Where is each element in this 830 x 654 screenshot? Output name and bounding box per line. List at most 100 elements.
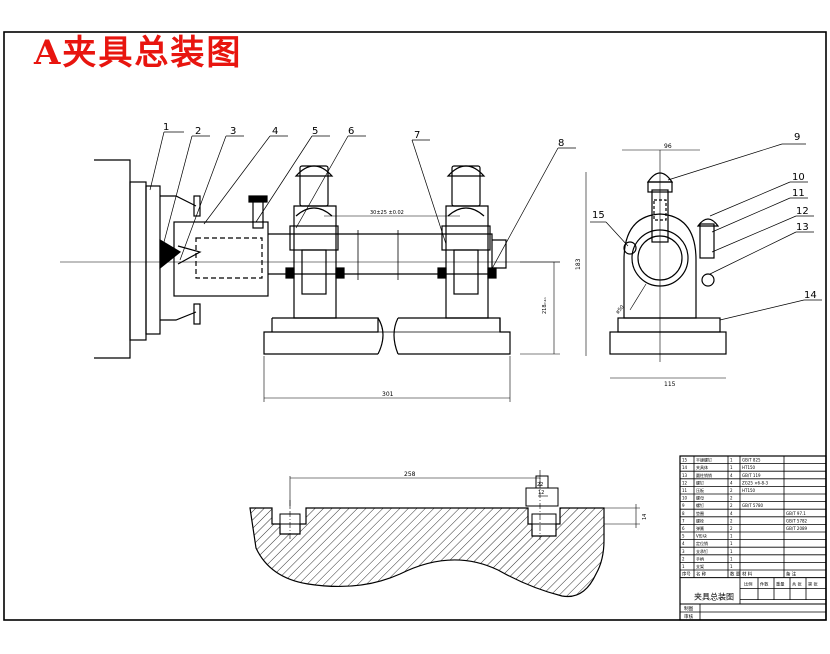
parts-list-cell: 2 [730,496,733,501]
parts-list-cell: 螺钉 [696,502,704,508]
callout-10: 10 [792,172,805,183]
parts-list-cell: 2 [730,518,733,523]
parts-list-cell: 夹具体 [696,464,708,470]
parts-list-cell: 定位销 [696,540,708,546]
parts-list-cell: 支架 [696,563,704,569]
callout-14: 14 [804,290,817,301]
dim-slot-width-2: 12 [538,490,544,496]
parts-list-cell: 13 [682,473,688,478]
parts-list-cell: 1 [730,541,733,546]
dim-side-top-width: 96 [664,143,672,150]
parts-list-cell: 支承钉 [696,548,708,554]
title-block-label: 比例 [744,581,752,588]
parts-list-cell: 2 [730,488,733,493]
parts-list-cell: HT150 [742,465,756,470]
parts-list-cell: 压板 [696,487,704,493]
parts-list-cell: 4 [682,541,685,546]
title-block-label: 第 张 [808,581,819,588]
dim-slot-height: 14 [642,514,648,520]
title-block-label: 共 张 [792,581,803,588]
callout-4: 4 [272,126,278,137]
title-block-footer: 审核 [684,613,694,620]
parts-list-header: 材 料 [742,571,753,578]
parts-list-header: 序号 [682,571,691,578]
dim-front-height: 218ₘ₁ₙ [542,297,548,314]
callout-3: 3 [230,126,236,137]
parts-list-cell: 平键螺钉 [696,457,712,463]
parts-list-cell: 2 [682,556,685,561]
parts-list-cell: 4 [730,511,733,516]
parts-list-cell: GB/T 119 [742,473,761,478]
parts-list-header: 名 称 [696,571,707,578]
parts-list-cell: GB/T 825 [742,458,761,463]
callout-7: 7 [414,130,420,141]
parts-list-cell: V形块 [696,533,707,539]
callout-12: 12 [796,206,809,217]
parts-list-cell: 垫圈 [696,510,704,516]
parts-list-cell: GB/T 5782 [786,518,808,523]
dim-side-height: 183 [575,258,582,270]
callout-9: 9 [794,132,800,143]
parts-list-cell: 螺母 [696,495,704,501]
parts-list-cell: 螺钉 [696,479,704,485]
parts-list-cell: HT150 [742,488,756,493]
parts-list-cell: 1 [730,556,733,561]
parts-list-cell: 2 [730,503,733,508]
parts-list-cell: 1 [730,465,733,470]
title-block-name: 夹具总装图 [694,592,734,602]
parts-list-cell: GB/T 5780 [742,503,764,508]
parts-list-cell: 3 [682,549,685,554]
dim-inner-span: 30±25 ±0.02 [370,210,404,216]
parts-list-header: 数 量 [730,571,741,578]
parts-list-cell: GB/T 97.1 [786,511,806,516]
callout-8: 8 [558,138,564,149]
parts-list-cell: 2 [730,526,733,531]
parts-list-cell: 4 [730,480,733,485]
callout-1: 1 [163,122,169,133]
callout-2: 2 [195,126,201,137]
title-block-label: 件数 [760,581,769,588]
drawing-frame [3,31,827,621]
callout-15: 15 [592,210,605,221]
parts-list-cell: 1 [730,534,733,539]
parts-list-cell: 8 [682,511,685,516]
parts-list-cell: 6 [682,526,685,531]
section-view [249,475,605,598]
parts-list-cell: 1 [682,564,685,569]
parts-list-cell: 弹簧 [696,525,704,531]
dim-side-diameter: ø50 [615,304,626,315]
parts-list-cell: 1 [730,549,733,554]
drawing-title: A夹具总装图 [34,33,243,73]
parts-list-cell: 圆柱销销 [696,472,712,478]
parts-list-cell: 14 [682,465,688,470]
dim-side-bottom-width: 115 [664,381,676,388]
parts-list-cell: GB/T 2089 [786,526,808,531]
callout-11: 11 [792,188,805,199]
dim-front-width: 301 [382,391,394,398]
parts-list-cell: 5 [682,534,685,539]
parts-list-cell: 11 [682,488,688,493]
callout-6: 6 [348,126,354,137]
parts-list-cell: ZG25 ×6-8-3 [742,480,769,485]
side-view [609,172,727,355]
parts-list-cell: 12 [682,480,688,485]
callout-5: 5 [312,126,318,137]
parts-list-cell: 手柄 [696,555,704,561]
title-block-label: 重量 [776,581,784,588]
parts-list-cell: 7 [682,518,685,523]
parts-list-cell: 10 [682,496,688,501]
parts-list-cell: 4 [730,473,733,478]
parts-list-cell: 1 [730,564,733,569]
parts-list-cell: 9 [682,503,685,508]
parts-list-header: 备 注 [786,571,797,578]
parts-list-cell: 螺栓 [696,517,704,523]
dim-section-width: 258 [404,471,416,478]
parts-list-cell: 15 [682,458,688,463]
front-view [94,159,511,359]
dim-slot-width-1: 22 [537,482,543,488]
callout-13: 13 [796,222,809,233]
title-block-footer: 制图 [684,605,694,612]
parts-list-cell: 1 [730,458,733,463]
